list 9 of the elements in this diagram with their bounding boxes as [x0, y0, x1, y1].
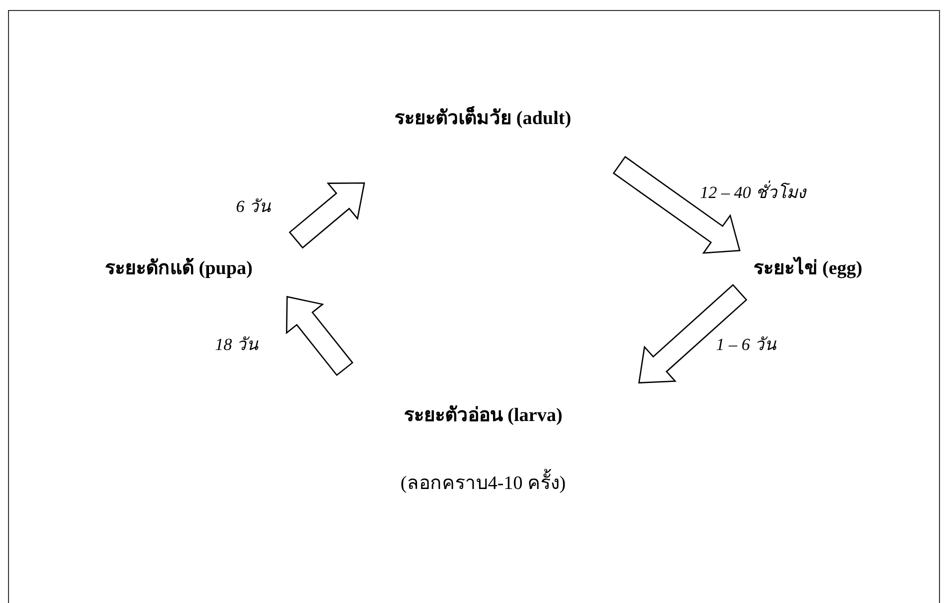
- stage-label: ระยะดักแด้ (pupa): [105, 256, 253, 281]
- stage-note: (ลอกคราบ4-10 ครั้ง): [400, 467, 566, 497]
- stage-label: ระยะไข่ (egg): [754, 256, 862, 281]
- stage-label: ระยะตัวเต็มวัย (adult): [394, 105, 572, 131]
- stage-label: ระยะตัวอ่อน (larva): [402, 404, 564, 428]
- block-arrow: [286, 296, 354, 376]
- block-arrow: [288, 182, 366, 249]
- block-arrow: [612, 156, 741, 254]
- block-arrow: [638, 284, 748, 384]
